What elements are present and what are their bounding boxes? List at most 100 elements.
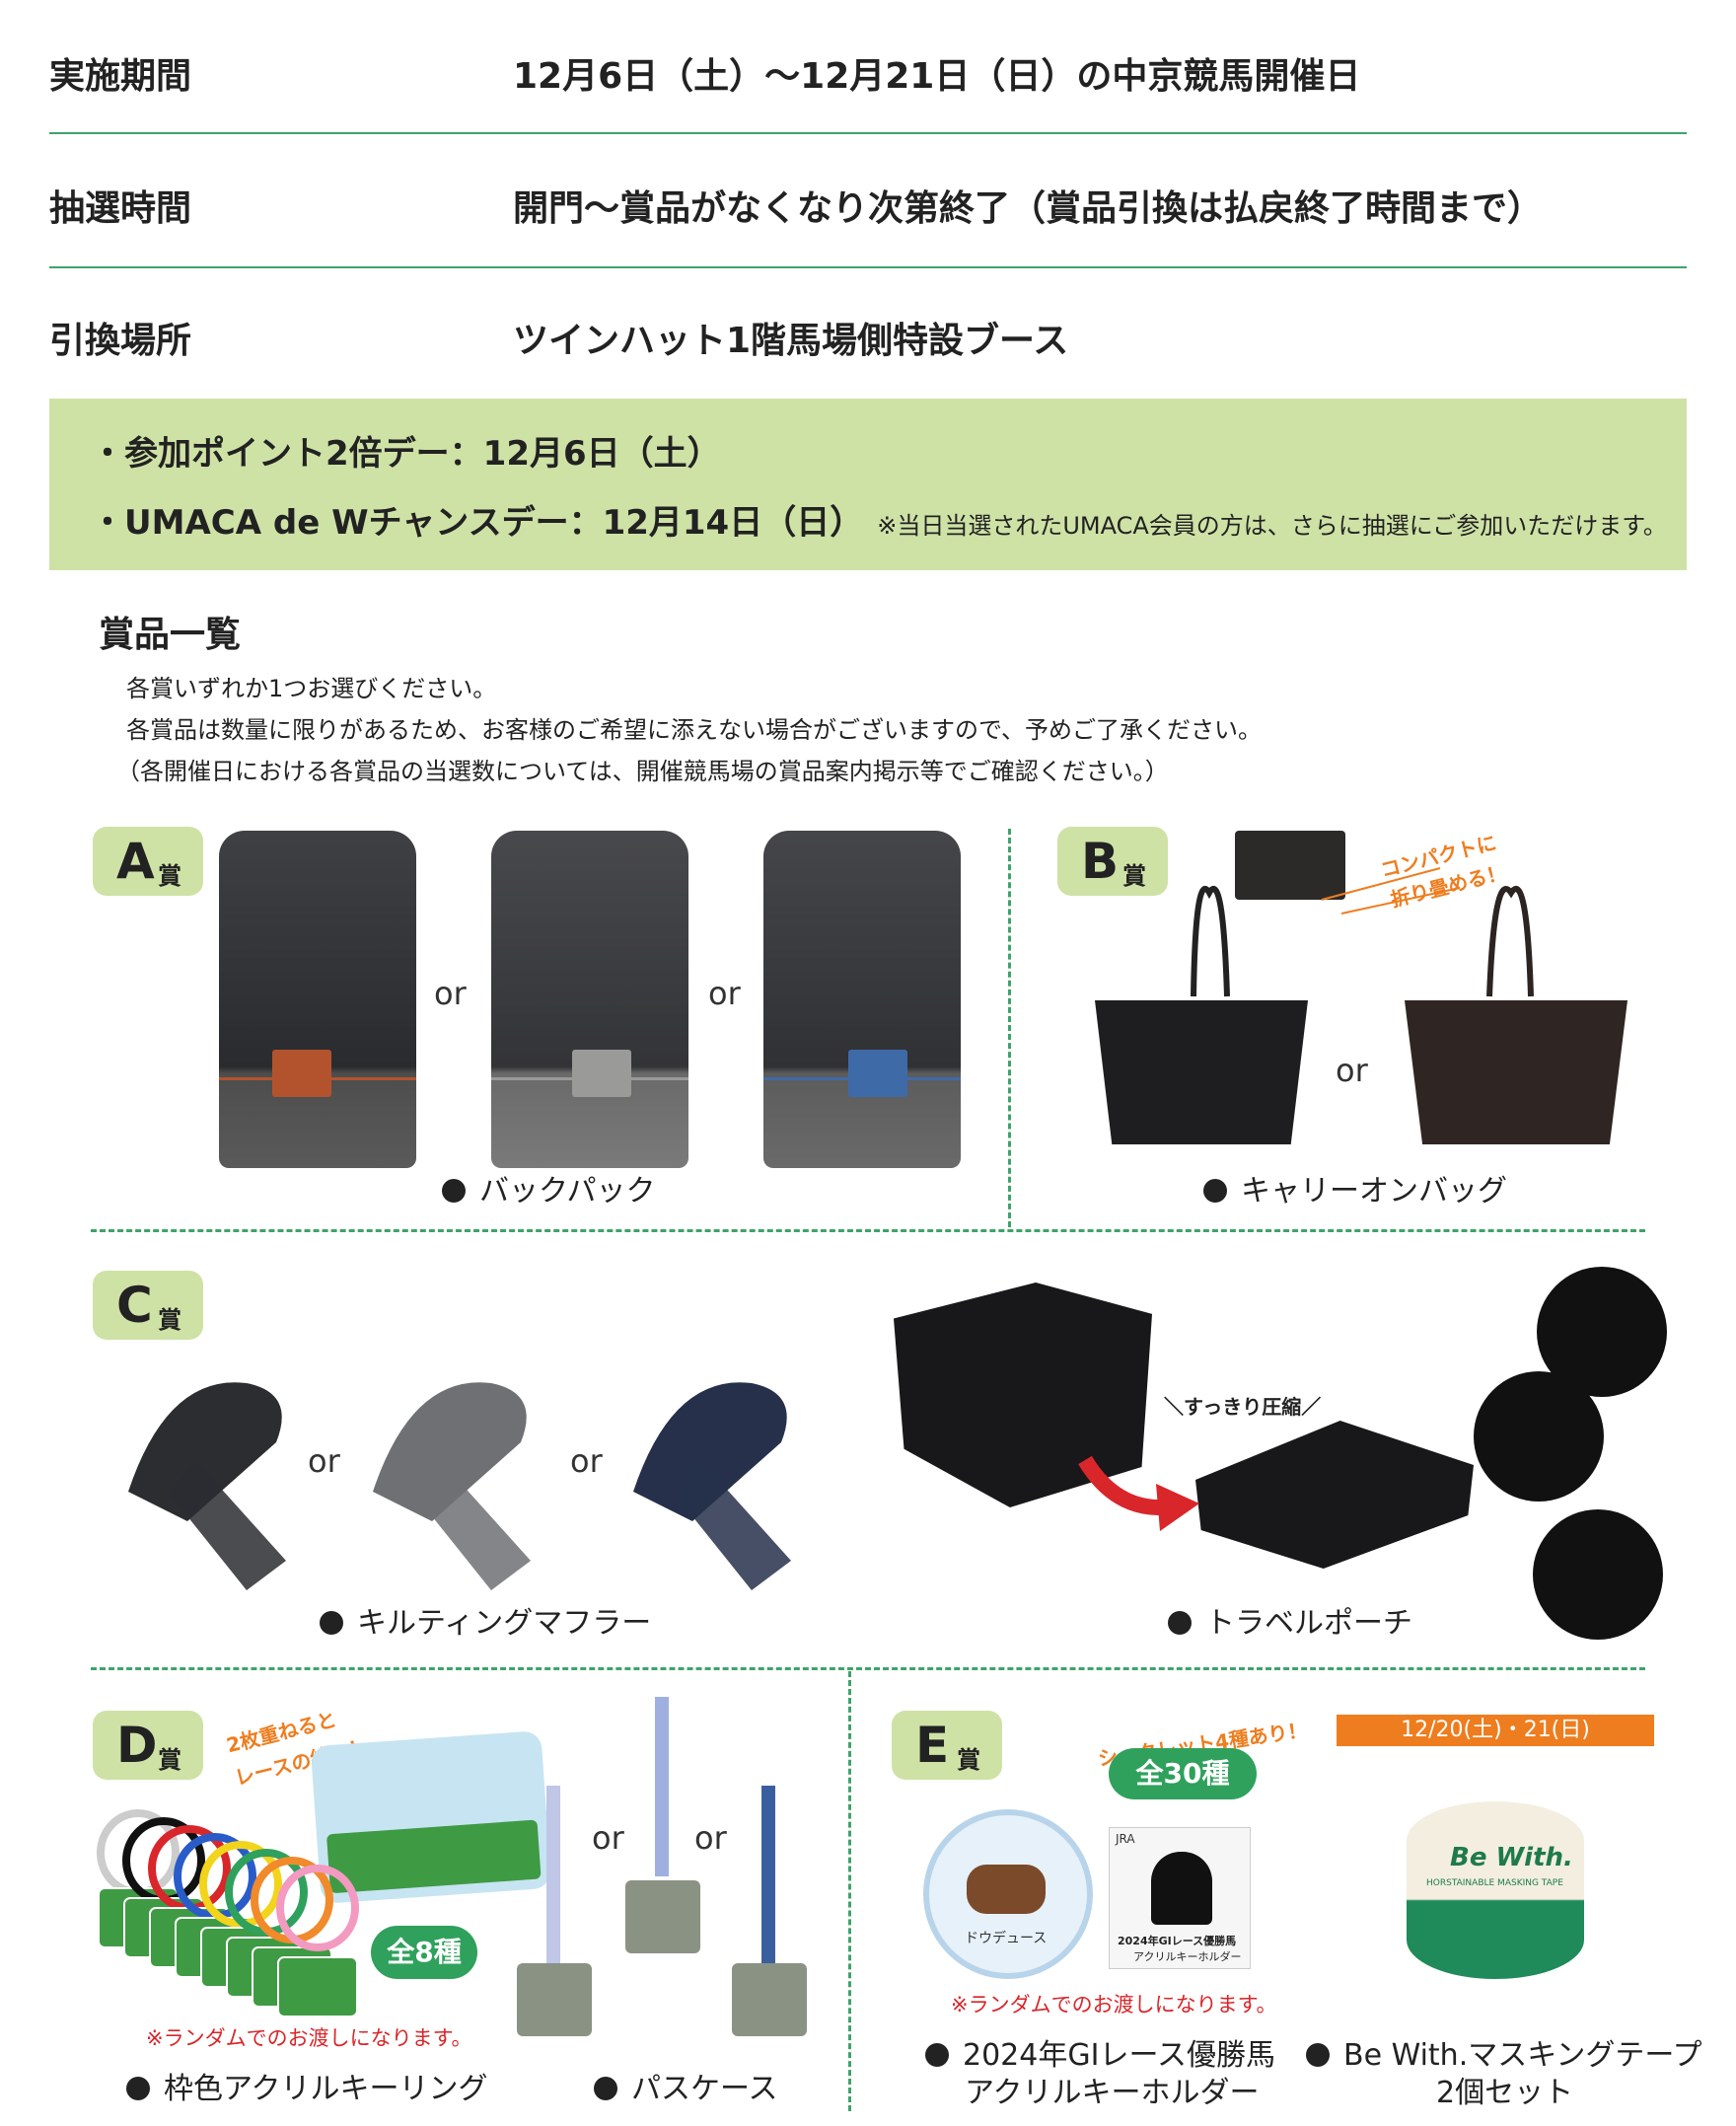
muffler-3 — [633, 1382, 791, 1590]
keyring-card-2 — [123, 1897, 204, 1958]
award-a-letter: A — [116, 833, 155, 890]
bullet-icon — [1306, 2043, 1330, 2067]
award-a-suffix: 賞 — [158, 862, 181, 890]
card-jra-logo: JRA — [1116, 1832, 1135, 1846]
lanyard-strap-3 — [761, 1786, 775, 1963]
award-d-item2: パスケース — [631, 2072, 778, 2106]
bullet-icon — [126, 2077, 150, 2100]
keyring-coil-6 — [225, 1849, 308, 1936]
bonus-line-double-points: ・参加ポイント2倍デー：12月6日（土） — [91, 434, 721, 474]
muffler-1 — [128, 1382, 286, 1590]
prize-note-1: 各賞いずれか1つお選びください。 — [126, 675, 497, 702]
backpack-brown — [219, 831, 416, 1168]
divider-de — [848, 1671, 851, 2111]
award-e-caption-1: 2024年GIレース優勝馬 — [925, 2030, 1275, 2074]
keyring-coil-7 — [251, 1857, 333, 1943]
travel-pouch-compressed — [1195, 1421, 1474, 1569]
award-b-caption: キャリーオンバッグ — [1203, 1166, 1507, 1210]
prize-list-title: 賞品一覧 — [99, 615, 242, 655]
divider-ab-c — [91, 1229, 1645, 1232]
bonus-line-umaca-text: ・UMACA de Wチャンスデー：12月14日（日） — [91, 503, 864, 543]
award-d-kinds-pill: 全8種 — [371, 1926, 477, 1979]
award-e-item1-line1: 2024年GIレース優勝馬 — [963, 2038, 1275, 2073]
award-e-letter: E — [915, 1717, 950, 1774]
card-text-2: アクリルキーホルダー — [1133, 1950, 1242, 1963]
prize-note-2: 各賞品は数量に限りがあるため、お客様のご希望に添えない場合がございますので、予め… — [126, 716, 1263, 744]
award-e-caption-2: Be With.マスキングテープ — [1306, 2030, 1702, 2074]
award-b-letter: B — [1081, 833, 1120, 890]
lanyard-strap-2 — [655, 1697, 669, 1876]
bullet-icon — [594, 2077, 617, 2100]
keyring-coil-3 — [148, 1825, 231, 1912]
place-label: 引換場所 — [49, 321, 192, 361]
award-e-item2-line1: Be With.マスキングテープ — [1343, 2038, 1702, 2073]
keyring-card-7 — [252, 1946, 332, 2008]
bullet-icon — [1203, 1179, 1227, 1203]
keyring-card-4 — [175, 1917, 255, 1978]
masking-tape: Be With. HORSTAINABLE MASKING TAPE — [1407, 1801, 1584, 1979]
secret-card: JRA 2024年GIレース優勝馬 アクリルキーホルダー — [1109, 1827, 1251, 1969]
bonus-line-umaca: ・UMACA de Wチャンスデー：12月14日（日）※当日当選されたUMACA… — [91, 495, 1667, 544]
award-e-random-note: ※ランダムでのお渡しになります。 — [951, 1993, 1277, 2016]
tote-bag-brown — [1405, 1000, 1628, 1144]
or-d-2: or — [694, 1819, 727, 1857]
or-c-2: or — [570, 1442, 603, 1480]
lanyard-strap-1 — [546, 1786, 560, 1963]
keyring-coil-2 — [122, 1817, 205, 1904]
place-value: ツインハット1階馬場側特設ブース — [513, 321, 1069, 361]
award-b-suffix: 賞 — [1122, 862, 1146, 890]
backpack-blue — [763, 831, 961, 1168]
travel-pouch-expanded — [894, 1283, 1152, 1507]
card-text-1: 2024年GIレース優勝馬 — [1118, 1935, 1237, 1947]
tote-bag-black — [1095, 1000, 1308, 1144]
compress-label: ＼すっきり圧縮／ — [1164, 1395, 1322, 1419]
keyring-coil-5 — [199, 1841, 282, 1928]
award-a-item: バックパック — [479, 1174, 656, 1209]
award-e-caption-2b: 2個セット — [1436, 2076, 1574, 2110]
award-e-date-bar: 12/20(土)・21(日) — [1337, 1715, 1654, 1746]
keyring-card-stacked — [310, 1730, 552, 1904]
award-e-suffix: 賞 — [957, 1746, 980, 1774]
award-d-random-note: ※ランダムでのお渡しになります。 — [146, 2026, 472, 2050]
time-value: 開門～賞品がなくなり次第終了（賞品引換は払戻終了時間まで） — [513, 188, 1544, 229]
tape-sub: HORSTAINABLE MASKING TAPE — [1426, 1878, 1563, 1888]
award-c-item2: トラベルポーチ — [1205, 1606, 1412, 1641]
tape-brand: Be With. — [1450, 1843, 1573, 1872]
folded-pouch — [1235, 831, 1345, 900]
bullet-icon — [442, 1179, 466, 1203]
pass-case-3 — [732, 1963, 807, 2036]
keyholder-horse-name: ドウデュース — [965, 1931, 1048, 1946]
acrylic-keyholder: ドウデュース — [923, 1809, 1093, 1979]
award-d-caption-1: 枠色アクリルキーリング — [126, 2064, 488, 2107]
prize-note-3: （各開催日における各賞品の当選数については、開催競馬場の賞品案内掲示等でご確認く… — [116, 758, 1169, 785]
keyring-card-5 — [200, 1927, 281, 1988]
card-horse-silhouette-icon — [1151, 1852, 1212, 1925]
award-c-letter: C — [116, 1277, 153, 1334]
bullet-icon — [925, 2043, 949, 2067]
pass-case-1 — [517, 1963, 592, 2036]
backpack-gray — [491, 831, 688, 1168]
info-row-time — [49, 134, 1687, 268]
divider-ab — [1008, 829, 1011, 1227]
muffler-2 — [373, 1382, 531, 1590]
award-c-caption-1: キルティングマフラー — [320, 1598, 651, 1642]
or-b: or — [1336, 1052, 1368, 1089]
or-a-1: or — [434, 975, 467, 1012]
award-c-item1: キルティングマフラー — [357, 1606, 652, 1641]
pass-case-2 — [625, 1880, 700, 1953]
time-label: 抽選時間 — [49, 188, 192, 229]
or-a-2: or — [708, 975, 741, 1012]
bullet-icon — [1168, 1611, 1192, 1635]
award-e-caption-1b: アクリルキーホルダー — [965, 2076, 1260, 2110]
award-a-caption: バックパック — [442, 1166, 656, 1210]
info-row-period — [49, 0, 1687, 134]
award-e-kinds-pill: 全30種 — [1109, 1748, 1257, 1799]
keyring-coil-4 — [174, 1833, 256, 1920]
keyring-card-1 — [98, 1887, 179, 1948]
award-d-suffix: 賞 — [158, 1746, 181, 1774]
